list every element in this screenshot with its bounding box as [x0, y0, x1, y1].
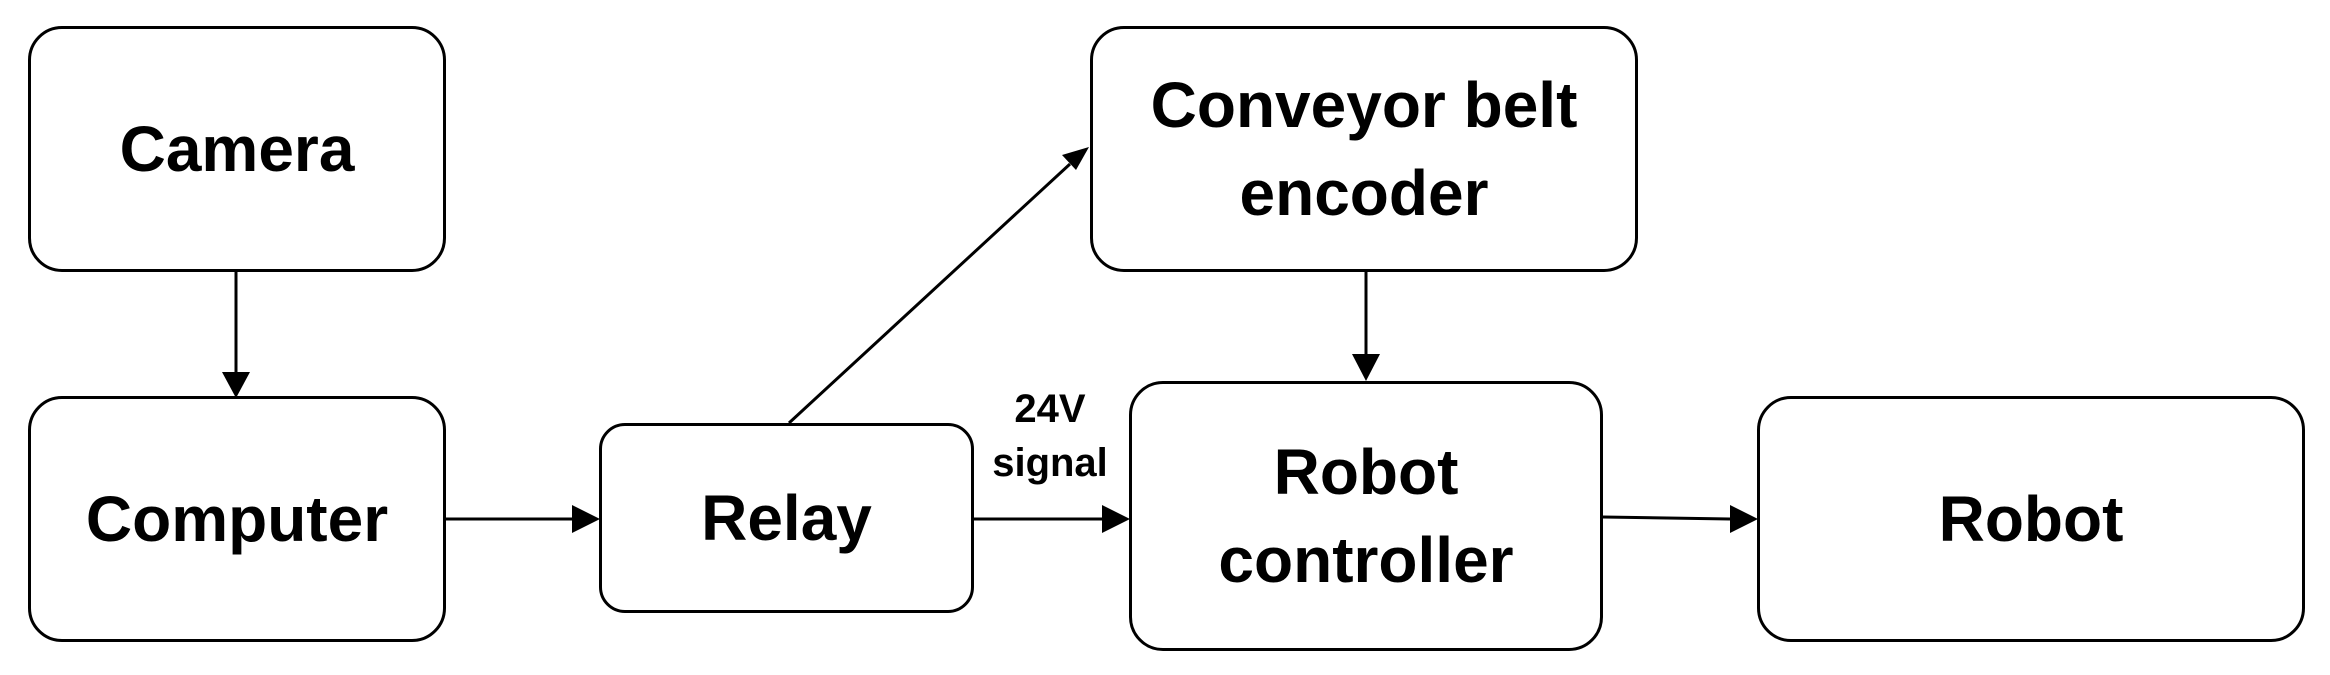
relay-label: Relay	[701, 481, 872, 554]
camera-node: Camera	[28, 26, 446, 272]
signal-label: 24V signal	[975, 382, 1125, 490]
conveyor-encoder-label-line-2: encoder	[1239, 157, 1489, 229]
edge-computer-to-relay	[446, 505, 600, 533]
conveyor-encoder-label-line-1: Conveyor belt	[1150, 68, 1578, 141]
robot-controller-label-line-1: Robot	[1273, 435, 1459, 508]
robot-node: Robot	[1757, 396, 2305, 642]
edge-relay-to-controller	[974, 505, 1130, 533]
edge-relay-to-encoder	[787, 147, 1089, 425]
edge-controller-to-robot	[1602, 505, 1758, 533]
signal-label-line-1: 24V	[1014, 387, 1086, 431]
computer-label: Computer	[85, 482, 389, 555]
robot-controller-node: Robot controller	[1129, 381, 1603, 651]
camera-label: Camera	[119, 112, 355, 185]
relay-node: Relay	[599, 423, 974, 613]
signal-label-line-2: signal	[992, 441, 1108, 485]
edge-camera-to-computer	[222, 272, 250, 398]
computer-node: Computer	[28, 396, 446, 642]
robot-label: Robot	[1938, 482, 2124, 555]
edge-encoder-to-controller	[1352, 272, 1380, 381]
conveyor-encoder-node: Conveyor belt encoder	[1090, 26, 1638, 272]
robot-controller-label-line-2: controller	[1218, 524, 1514, 596]
